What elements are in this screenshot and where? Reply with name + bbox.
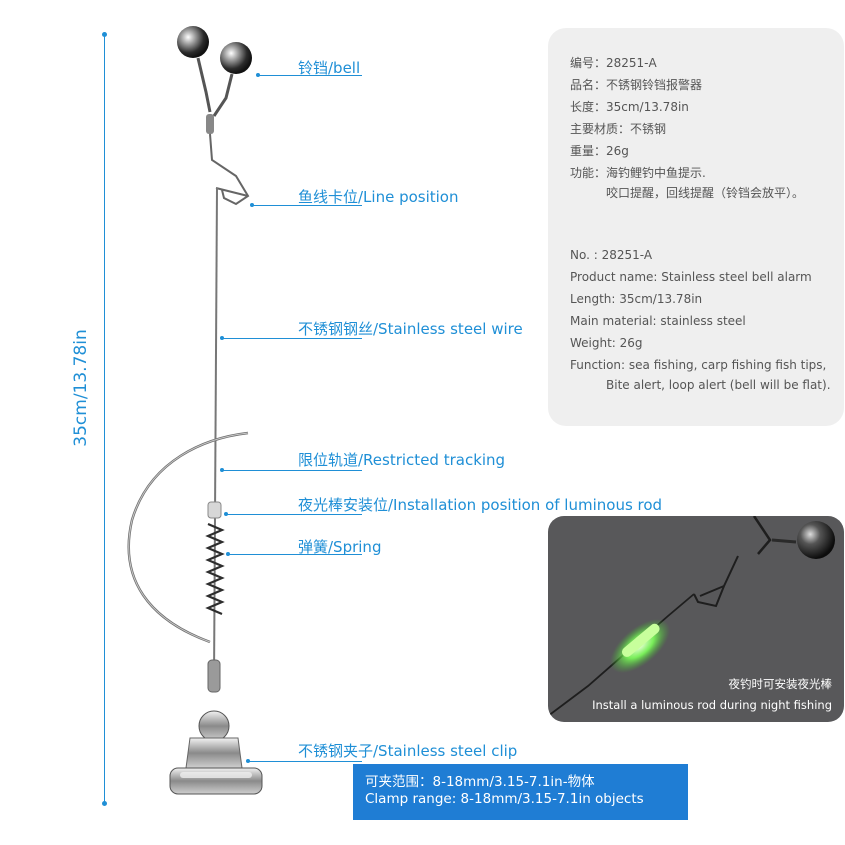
leader-dot-bell bbox=[256, 73, 260, 77]
callout-spring: 弹簧/Spring bbox=[298, 538, 382, 556]
spec-en-number: No. : 28251-A bbox=[570, 248, 653, 262]
dimension-line bbox=[104, 34, 105, 804]
leader-stainless-clip bbox=[248, 761, 362, 762]
spec-en-material: Main material: stainless steel bbox=[570, 314, 746, 328]
dimension-label: 35cm/13.78in bbox=[71, 329, 91, 447]
leader-restricted-tracking bbox=[222, 470, 362, 471]
leader-dot-spring bbox=[226, 552, 230, 556]
callout-stainless-wire: 不锈钢钢丝/Stainless steel wire bbox=[298, 320, 523, 338]
spec-cn-material: 主要材质：不锈钢 bbox=[570, 122, 667, 136]
spec-en-weight: Weight: 26g bbox=[570, 336, 643, 350]
spec-cn-function: 功能：海钓鲤钓中鱼提示. bbox=[570, 166, 706, 180]
leader-line-position bbox=[252, 205, 362, 206]
clamp-range-cn: 可夹范围：8-18mm/3.15-7.1in-物体 bbox=[365, 774, 595, 790]
photo-caption-en: Install a luminous rod during night fish… bbox=[592, 698, 832, 712]
spec-cn-name: 品名：不锈钢铃铛报警器 bbox=[570, 78, 703, 92]
callout-restricted-tracking: 限位轨道/Restricted tracking bbox=[298, 451, 506, 469]
leader-dot-stainless-wire bbox=[220, 336, 224, 340]
photo-caption-cn: 夜钓时可安装夜光棒 bbox=[728, 677, 833, 691]
spec-en-name: Product name: Stainless steel bell alarm bbox=[570, 270, 812, 284]
leader-luminous-rod bbox=[226, 514, 362, 515]
leader-dot-stainless-clip bbox=[246, 759, 250, 763]
spec-en-function-2: Bite alert, loop alert (bell will be fla… bbox=[606, 378, 831, 392]
night-photo-panel: 夜钓时可安装夜光棒 Install a luminous rod during … bbox=[548, 516, 844, 722]
bell-right-icon bbox=[220, 42, 252, 74]
leader-stainless-wire bbox=[222, 338, 362, 339]
bell-alarm-illustration bbox=[127, 26, 263, 795]
dimension-cap-bottom bbox=[102, 801, 107, 806]
callout-line-position: 鱼线卡位/Line position bbox=[298, 188, 459, 206]
dimension-cap-top bbox=[102, 32, 107, 37]
spec-panel: 编号：28251-A 品名：不锈钢铃铛报警器 长度：35cm/13.78in 主… bbox=[548, 28, 844, 426]
bell-left-icon bbox=[177, 26, 209, 58]
leader-spring bbox=[228, 554, 362, 555]
spec-cn-function-2: 咬口提醒，回线提醒（铃铛会放平）。 bbox=[606, 186, 805, 200]
callout-stainless-clip: 不锈钢夹子/Stainless steel clip bbox=[298, 742, 518, 760]
leader-dot-restricted-tracking bbox=[220, 468, 224, 472]
night-bell-icon bbox=[797, 521, 835, 559]
clamp-range-en: Clamp range: 8-18mm/3.15-7.1in objects bbox=[365, 791, 644, 807]
spec-cn-number: 编号：28251-A bbox=[570, 56, 657, 70]
leader-dot-luminous-rod bbox=[224, 512, 228, 516]
spec-en-function: Function: sea fishing, carp fishing fish… bbox=[570, 358, 827, 372]
leader-bell bbox=[258, 75, 362, 76]
callout-bell: 铃铛/bell bbox=[298, 59, 361, 77]
night-rod-photo bbox=[548, 516, 835, 717]
spec-cn-weight: 重量：26g bbox=[570, 144, 629, 158]
leader-dot-line-position bbox=[250, 203, 254, 207]
clamp-range-box: 可夹范围：8-18mm/3.15-7.1in-物体 Clamp range: 8… bbox=[353, 764, 688, 820]
callout-luminous-rod-position: 夜光棒安装位/Installation position of luminous… bbox=[298, 496, 663, 514]
spec-en-length: Length: 35cm/13.78in bbox=[570, 292, 703, 306]
spec-cn-length: 长度：35cm/13.78in bbox=[570, 100, 689, 114]
